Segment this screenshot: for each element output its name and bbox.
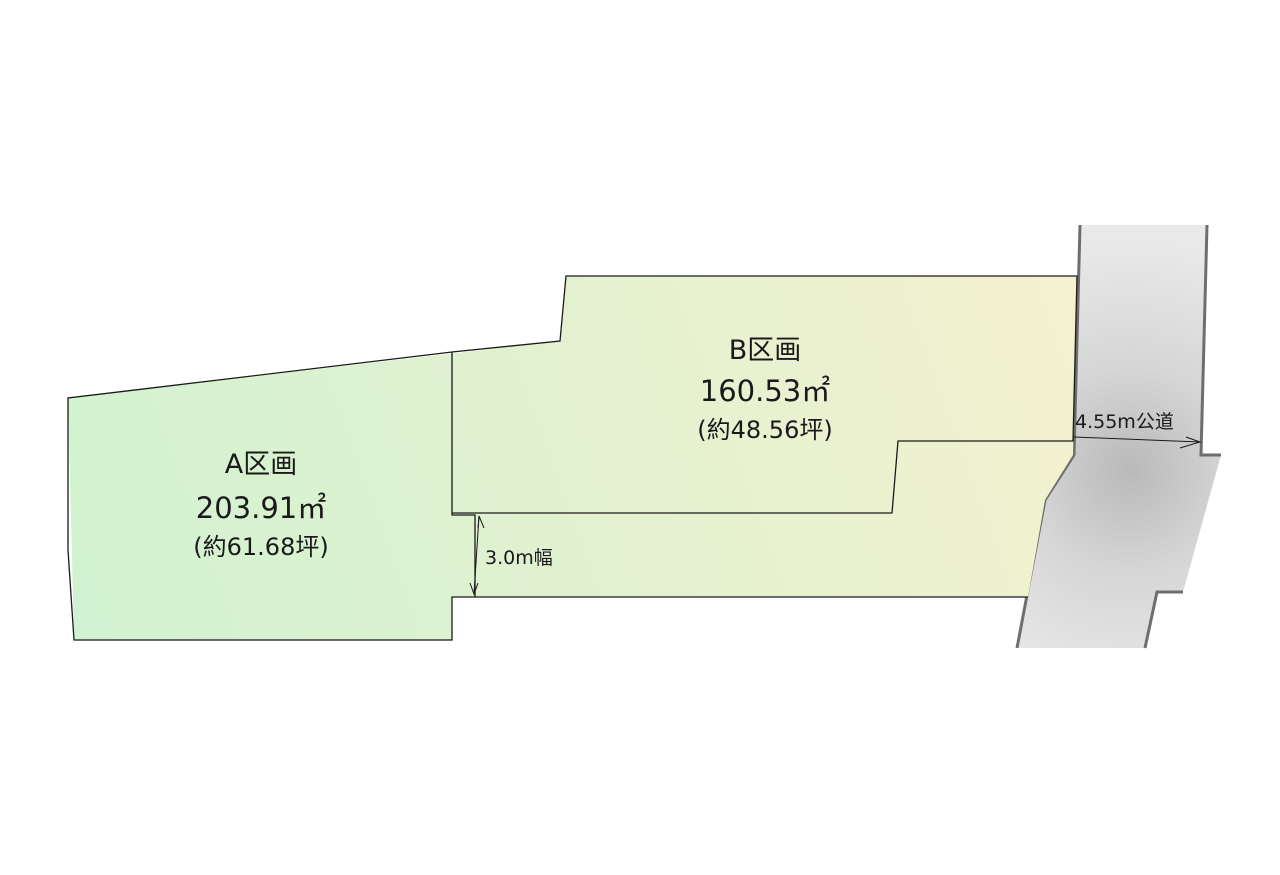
lot-b-name: B区画 xyxy=(729,335,802,366)
passage-width-arrow-top xyxy=(477,515,485,529)
road-width-arrow xyxy=(1179,436,1202,449)
lot-a-tsubo: (約61.68坪) xyxy=(193,533,328,561)
lot-b-boundary xyxy=(451,275,1078,514)
land-parcel xyxy=(68,276,1077,640)
road-edge-right xyxy=(1199,224,1221,457)
road-width-label: 4.55m公道 xyxy=(1075,411,1174,433)
lot-b-tsubo: (約48.56坪) xyxy=(697,416,832,444)
road-edge-right-lower xyxy=(1143,590,1183,649)
lot-a-boundary xyxy=(67,351,476,641)
lot-b-area: 160.53㎡ xyxy=(700,374,830,408)
lot-a-name: A区画 xyxy=(225,449,297,480)
passage-width-dimension xyxy=(473,515,480,595)
passage-width-label: 3.0m幅 xyxy=(485,547,553,569)
road-width-dimension xyxy=(1073,436,1201,443)
lot-a-area: 203.91㎡ xyxy=(196,491,326,525)
passage-width-arrow-bottom xyxy=(469,582,479,596)
public-road xyxy=(1017,225,1221,648)
